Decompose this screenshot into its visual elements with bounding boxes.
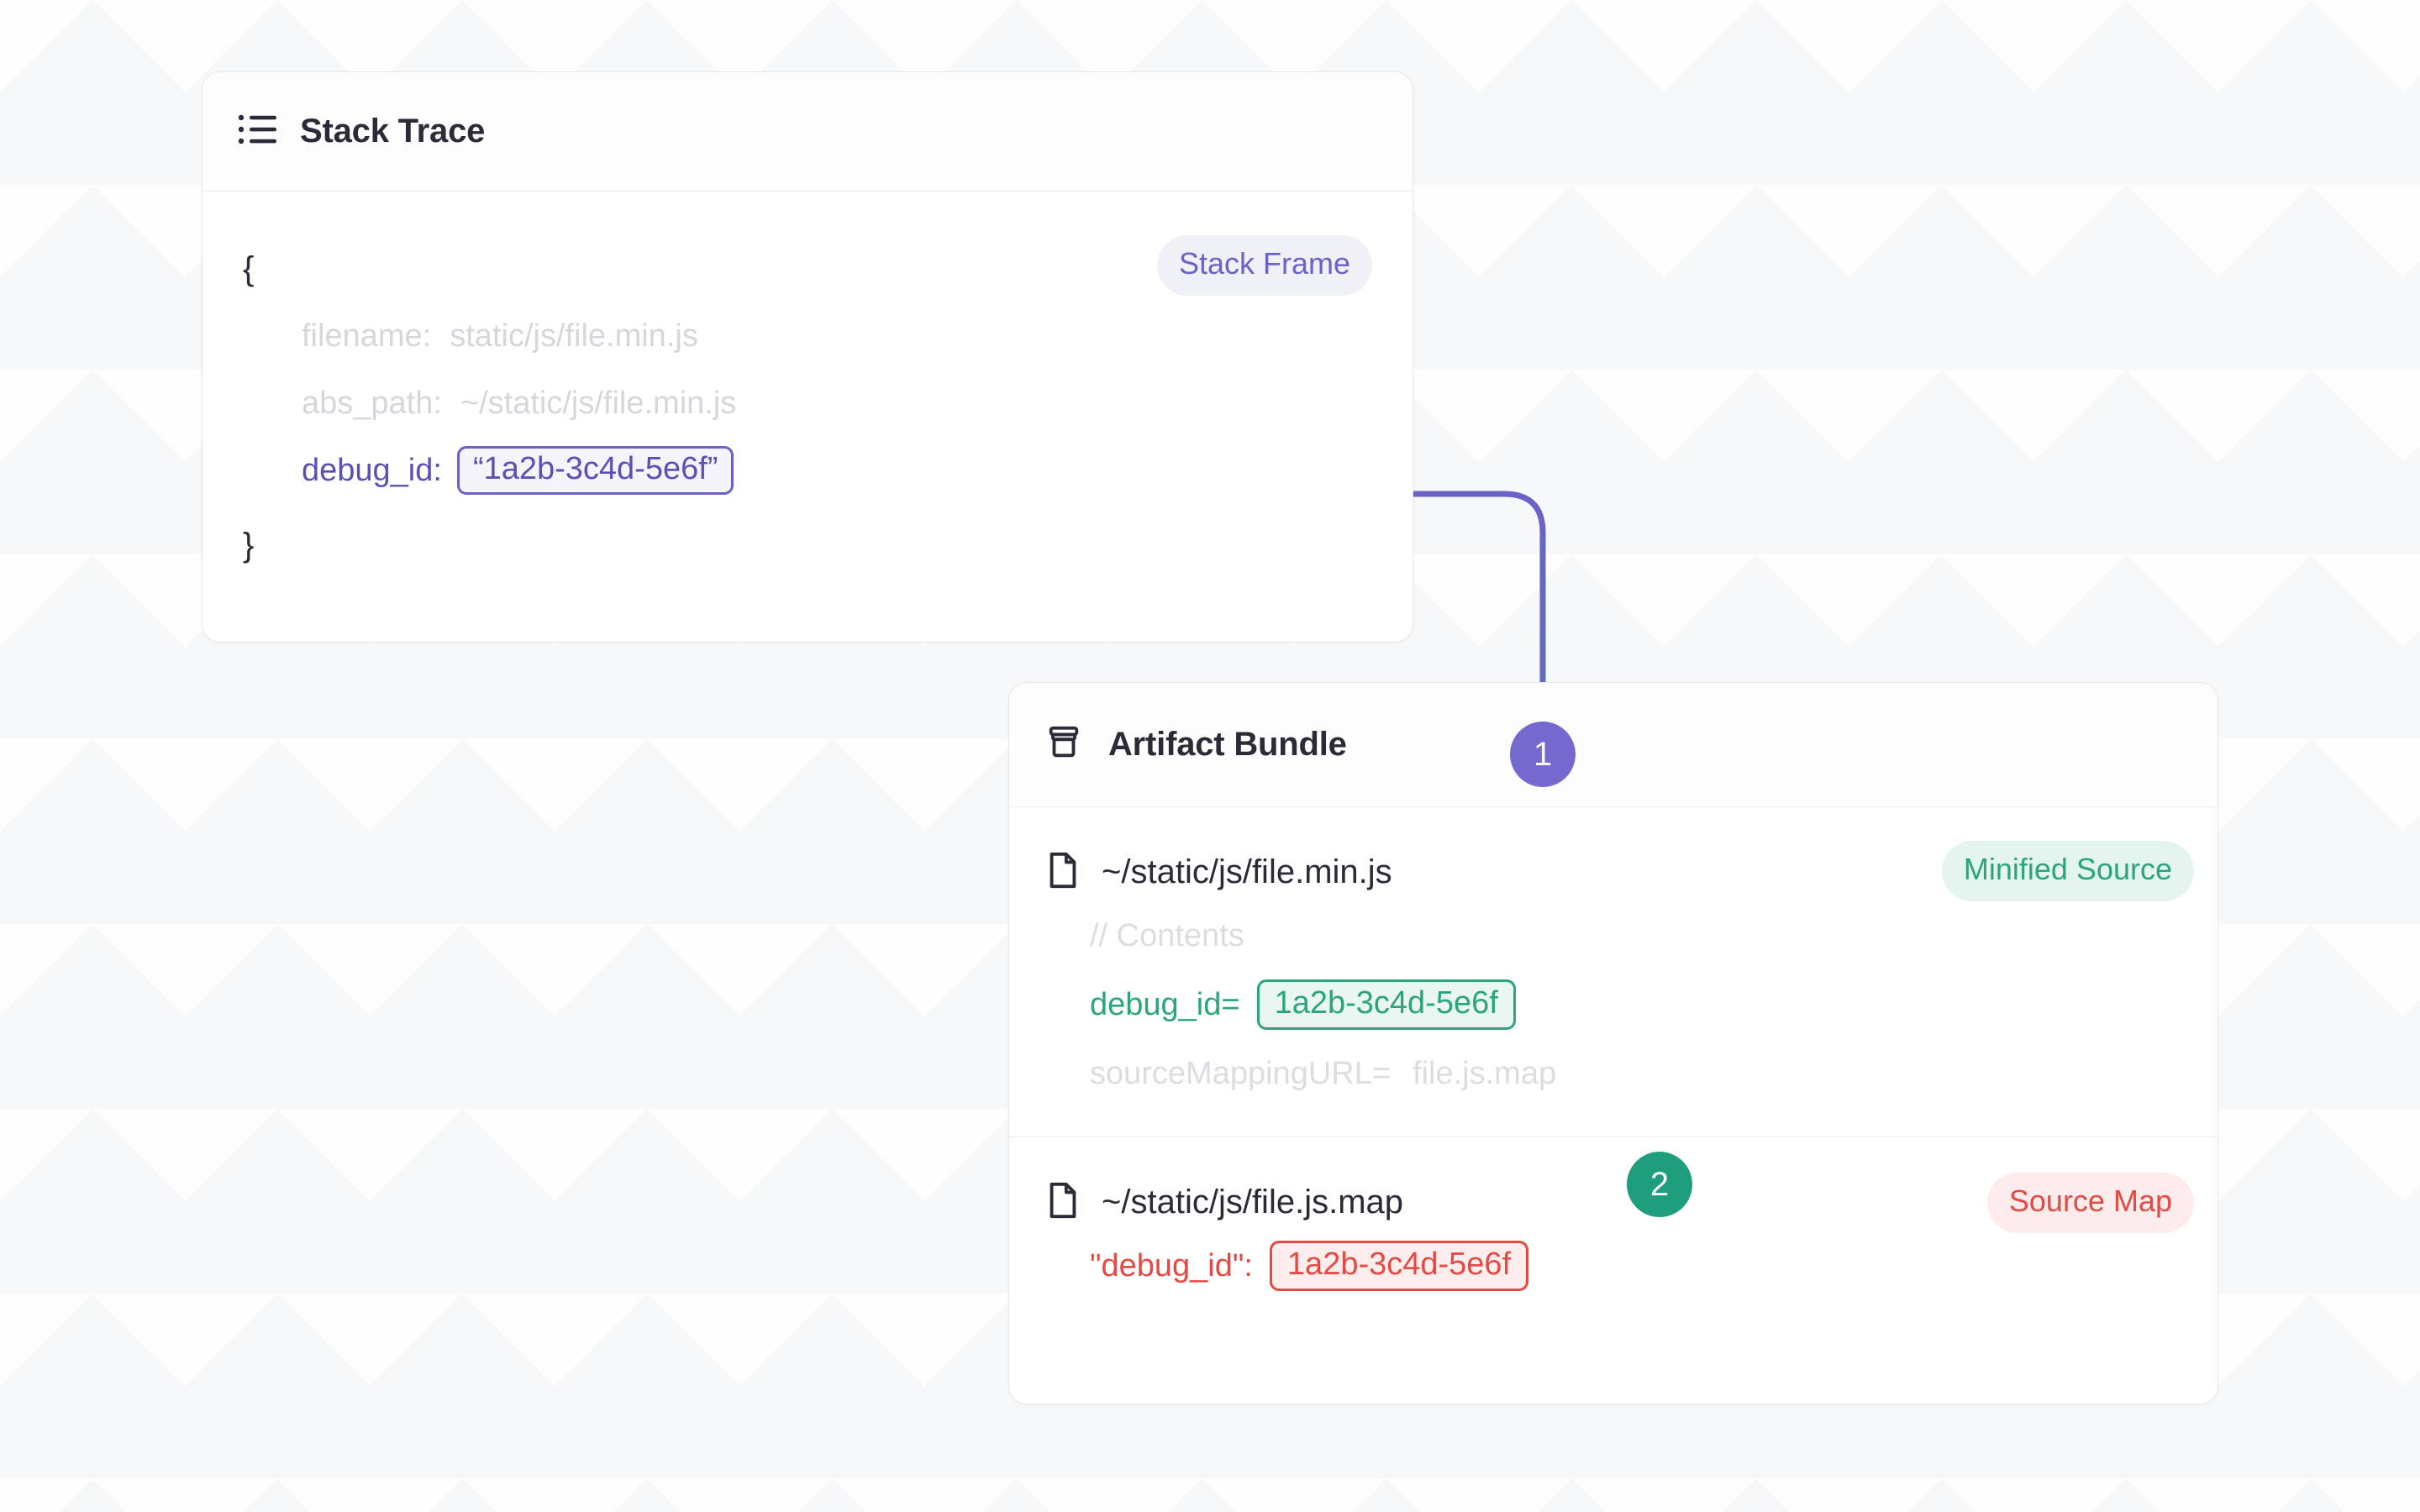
minified-sourcemapping-line: sourceMappingURL= file.js.map [1009, 1039, 2217, 1108]
close-brace: } [243, 526, 255, 564]
sourcemap-debug-id-value-highlight[interactable]: 1a2b-3c4d-5e6f [1269, 1241, 1529, 1291]
source-map-badge: Source Map [1986, 1173, 2194, 1233]
artifact-bundle-title: Artifact Bundle [1108, 726, 1347, 763]
list-icon [238, 113, 278, 150]
code-line-filename: filename: static/js/file.min.js [203, 302, 1413, 370]
debug-id-key: debug_id: [302, 452, 442, 488]
minified-file-name: ~/static/js/file.min.js [1102, 853, 1392, 890]
code-line-close-brace: } [203, 504, 1413, 571]
sourcemap-file-row: ~/static/js/file.js.map [1009, 1173, 2217, 1231]
artifact-section-sourcemap: Source Map ~/static/js/file.js.map "debu… [1009, 1137, 2217, 1329]
artifact-section-minified: Minified Source ~/static/js/file.min.js … [1009, 807, 2217, 1137]
stack-frame-badge: Stack Frame [1156, 235, 1372, 296]
file-icon [1046, 1181, 1080, 1224]
filename-value: static/js/file.min.js [450, 318, 698, 354]
minified-debug-id-key: debug_id= [1090, 986, 1240, 1022]
minified-source-badge: Minified Source [1941, 841, 2194, 901]
sourcemap-debug-id-line: "debug_id": 1a2b-3c4d-5e6f [1009, 1231, 2217, 1300]
code-line-open-brace: { [203, 235, 1413, 302]
artifact-bundle-header: Artifact Bundle [1009, 683, 2217, 807]
code-line-abs-path: abs_path: ~/static/js/file.min.js [203, 370, 1413, 437]
file-icon [1046, 851, 1080, 894]
minified-file-row: ~/static/js/file.min.js [1009, 843, 2217, 901]
sourcemappingurl-value: file.js.map [1413, 1055, 1557, 1091]
artifact-bundle-card: Artifact Bundle Minified Source ~/static… [1008, 682, 2218, 1404]
sourcemappingurl-key: sourceMappingURL= [1090, 1055, 1392, 1091]
minified-debug-id-value-highlight[interactable]: 1a2b-3c4d-5e6f [1256, 979, 1516, 1030]
filename-key: filename: [302, 318, 432, 354]
stack-trace-title: Stack Trace [300, 113, 486, 150]
minified-contents-comment: // Contents [1009, 901, 2217, 970]
code-line-debug-id: debug_id: “1a2b-3c4d-5e6f” [203, 437, 1413, 504]
contents-comment-text: // Contents [1090, 917, 1244, 953]
sourcemap-file-name: ~/static/js/file.js.map [1102, 1183, 1404, 1221]
step-badge-1: 1 [1510, 722, 1576, 787]
stack-trace-header: Stack Trace [203, 72, 1413, 192]
abs-path-key: abs_path: [302, 385, 442, 421]
stack-trace-card: Stack Trace Stack Frame { filename: stat… [202, 71, 1413, 643]
minified-debug-id-line: debug_id= 1a2b-3c4d-5e6f [1009, 970, 2217, 1039]
package-icon [1044, 723, 1083, 766]
debug-id-value-highlight[interactable]: “1a2b-3c4d-5e6f” [456, 446, 734, 495]
step-badge-2: 2 [1627, 1152, 1692, 1217]
stack-trace-body: Stack Frame { filename: static/js/file.m… [203, 192, 1413, 571]
abs-path-value: ~/static/js/file.min.js [460, 385, 737, 421]
open-brace: { [243, 249, 255, 287]
sourcemap-debug-id-key: "debug_id": [1090, 1247, 1253, 1284]
